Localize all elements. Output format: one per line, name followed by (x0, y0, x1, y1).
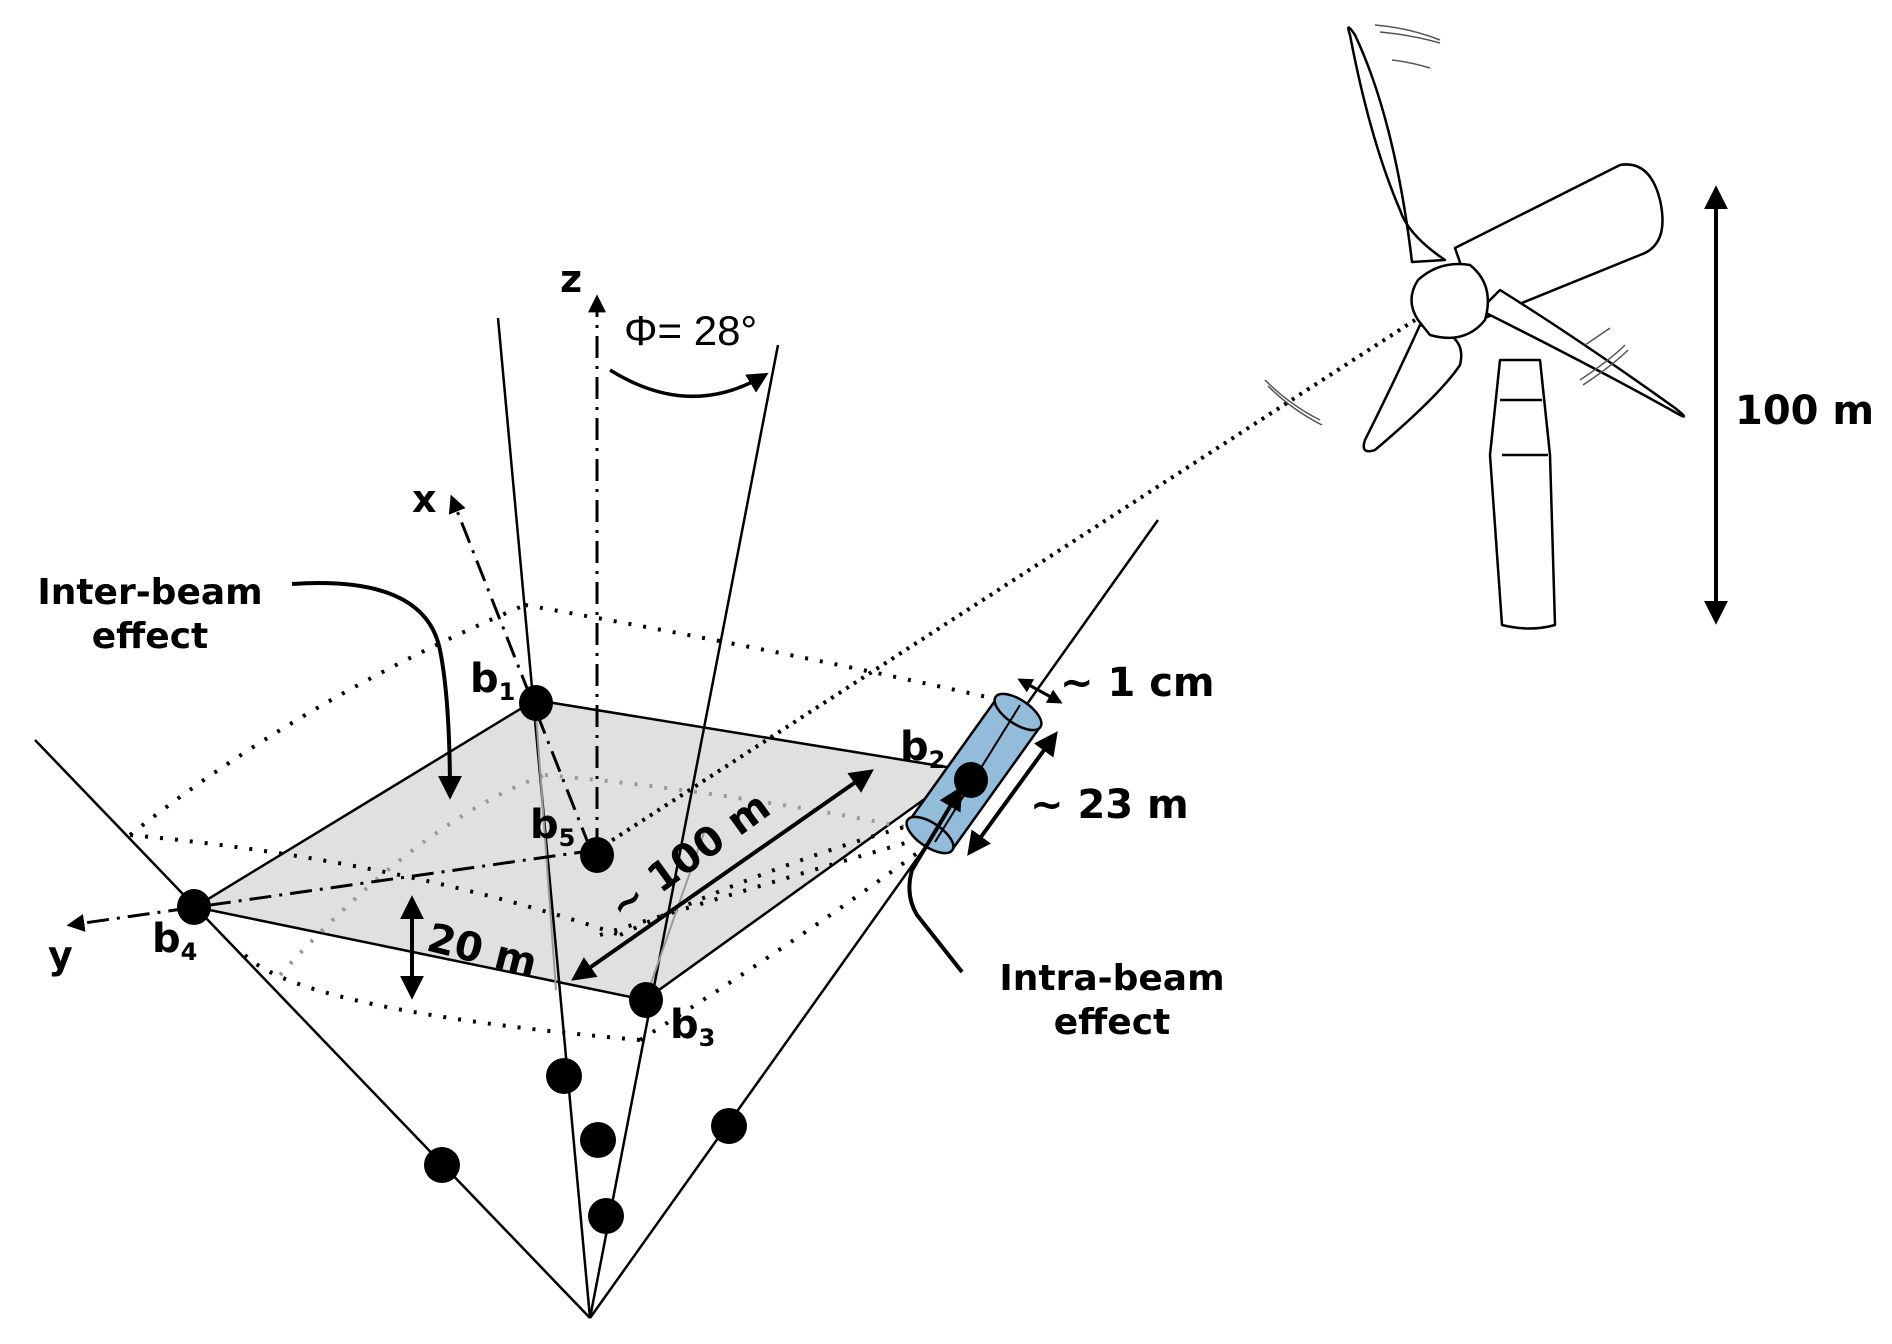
turbine-height-label: 100 m (1735, 388, 1874, 434)
separation-arrow (571, 769, 874, 981)
inter-beam-pointer (291, 581, 462, 800)
x-axis-label: x (412, 477, 437, 521)
beam-points (177, 685, 988, 1234)
point-b4 (177, 889, 211, 925)
probe-length-label: ~ 23 m (1030, 782, 1189, 828)
angle-arc (609, 368, 769, 398)
blade-upper (1347, 26, 1447, 264)
y-axis (66, 848, 597, 932)
point-b2 (954, 762, 988, 798)
angle-label: Φ= 28° (624, 307, 757, 354)
point-lower-4 (588, 1198, 624, 1234)
beam-label-b5: b5 (530, 802, 575, 852)
turbine-nacelle (1453, 163, 1664, 322)
wind-turbine (1347, 26, 1686, 630)
inter-beam-label-line1: Inter-beam (37, 572, 262, 613)
blade-right (1478, 288, 1686, 418)
point-lower-2 (546, 1058, 582, 1094)
blade-lower (1362, 323, 1463, 453)
point-lower-1 (424, 1147, 460, 1183)
intra-beam-pointer (907, 785, 964, 974)
intra-beam-label-line2: effect (1054, 1002, 1171, 1043)
point-lower-3 (580, 1122, 616, 1158)
beam-label-b1: b1 (470, 656, 515, 706)
inter-beam-label-line2: effect (92, 616, 209, 657)
intra-beam-label-line1: Intra-beam (999, 958, 1224, 999)
angle-value: = 28° (658, 307, 758, 354)
point-b1 (519, 685, 553, 721)
point-b3 (629, 982, 663, 1018)
beam-label-b4: b4 (152, 916, 197, 966)
y-axis-label: y (48, 933, 73, 977)
turbine-motion-lines (1264, 24, 1629, 426)
probe-width-label: ~ 1 cm (1060, 660, 1215, 706)
point-b5 (580, 837, 614, 873)
beam-label-b3: b3 (670, 1002, 715, 1052)
probe-length-arrow (967, 731, 1058, 856)
phi-symbol: Φ (624, 307, 658, 354)
z-axis-label: z (560, 257, 582, 301)
point-lower-5 (711, 1108, 747, 1144)
beam-label-b2: b2 (900, 724, 945, 774)
line-of-sight (595, 318, 1417, 852)
probe-width-arrow (1017, 678, 1063, 704)
turbine-hub (1410, 262, 1490, 340)
turbine-tower (1488, 358, 1557, 630)
x-axis (448, 494, 592, 849)
